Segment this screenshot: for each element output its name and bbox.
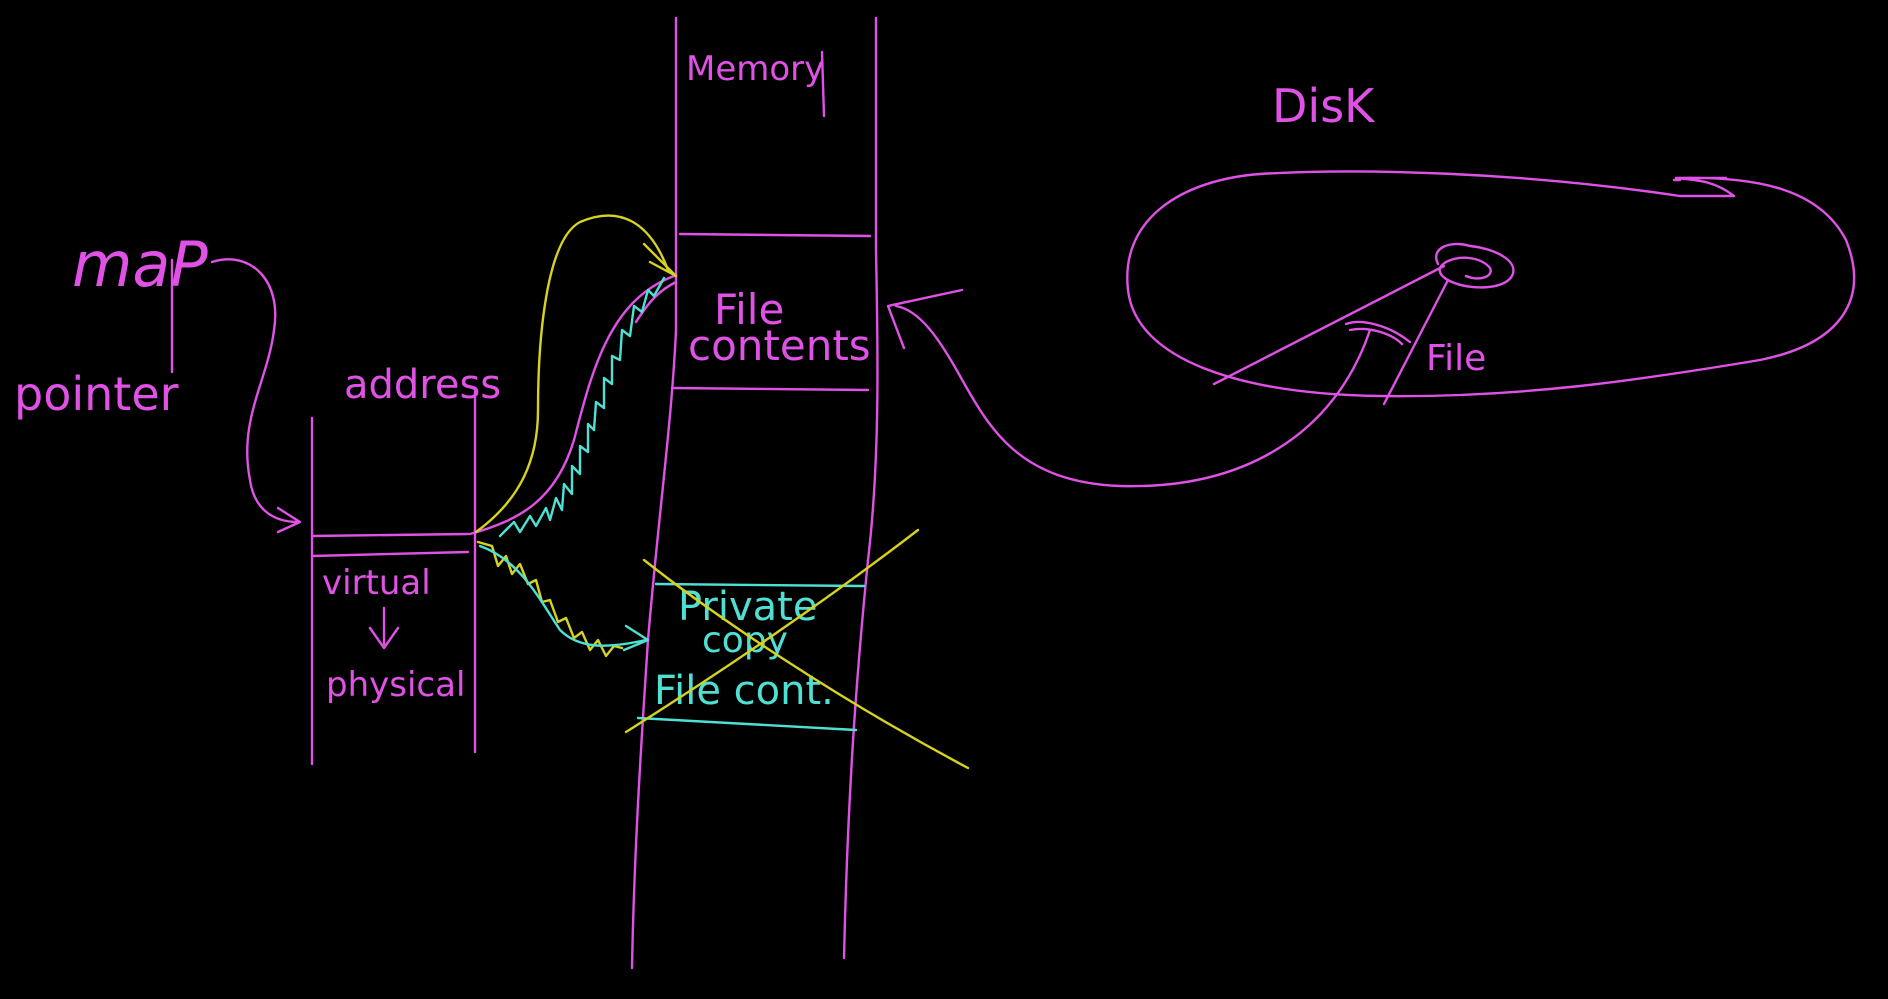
- disk-label: DisK: [1272, 79, 1376, 133]
- file-contents-label-line1: File: [714, 285, 784, 334]
- private-copy-label-line1: Private: [678, 584, 817, 630]
- file-pointer-line-2: [1382, 278, 1450, 406]
- file-contents-bottom-border: [670, 386, 870, 392]
- file-pointer-line-1: [1212, 264, 1446, 386]
- pointer-label: pointer: [14, 367, 179, 421]
- memory-label: Memory: [686, 49, 824, 89]
- disk-to-memory-arrowhead: [886, 288, 964, 350]
- address-to-file-contents-arrowhead: [634, 280, 678, 324]
- file-contents-top-border: [678, 232, 872, 238]
- map-to-address-arrow: [210, 258, 300, 524]
- strike-x-line-1: [642, 558, 970, 770]
- private-copy-label-line3: File cont.: [654, 668, 834, 714]
- address-table: [310, 390, 477, 766]
- address-to-private-copy-arrow: [476, 540, 624, 658]
- address-to-file-contents-arrow: [468, 274, 676, 536]
- memory-label-tick: [820, 50, 826, 118]
- virtual-label: virtual: [322, 563, 431, 603]
- file-contents-label-line2: contents: [688, 321, 871, 370]
- map-to-address-arrowhead: [276, 506, 302, 534]
- disk-file-label: File: [1426, 338, 1486, 379]
- virtual-to-physical-arrow-icon: [368, 606, 400, 650]
- file-blob-icon: [1435, 242, 1515, 289]
- yellow-mapping-arrowhead: [642, 242, 678, 278]
- yellow-mapping-arrow: [474, 214, 670, 534]
- strike-x-line-2: [624, 528, 920, 734]
- private-copy-top-border: [654, 582, 866, 588]
- address-table-label: address: [344, 362, 501, 408]
- memory-column: [630, 16, 879, 970]
- cyan-zigzag-arrow: [498, 276, 666, 538]
- physical-label: physical: [326, 665, 465, 705]
- disk-ellipse: [1126, 170, 1856, 398]
- map-label: maP: [72, 228, 208, 301]
- address-to-private-copy-cyan-arrow: [478, 544, 648, 647]
- file-mark-icon: [1344, 320, 1412, 346]
- private-copy-arrowhead: [622, 624, 650, 652]
- disk-to-memory-arrow: [894, 304, 1372, 488]
- private-copy-bottom-border: [636, 716, 858, 732]
